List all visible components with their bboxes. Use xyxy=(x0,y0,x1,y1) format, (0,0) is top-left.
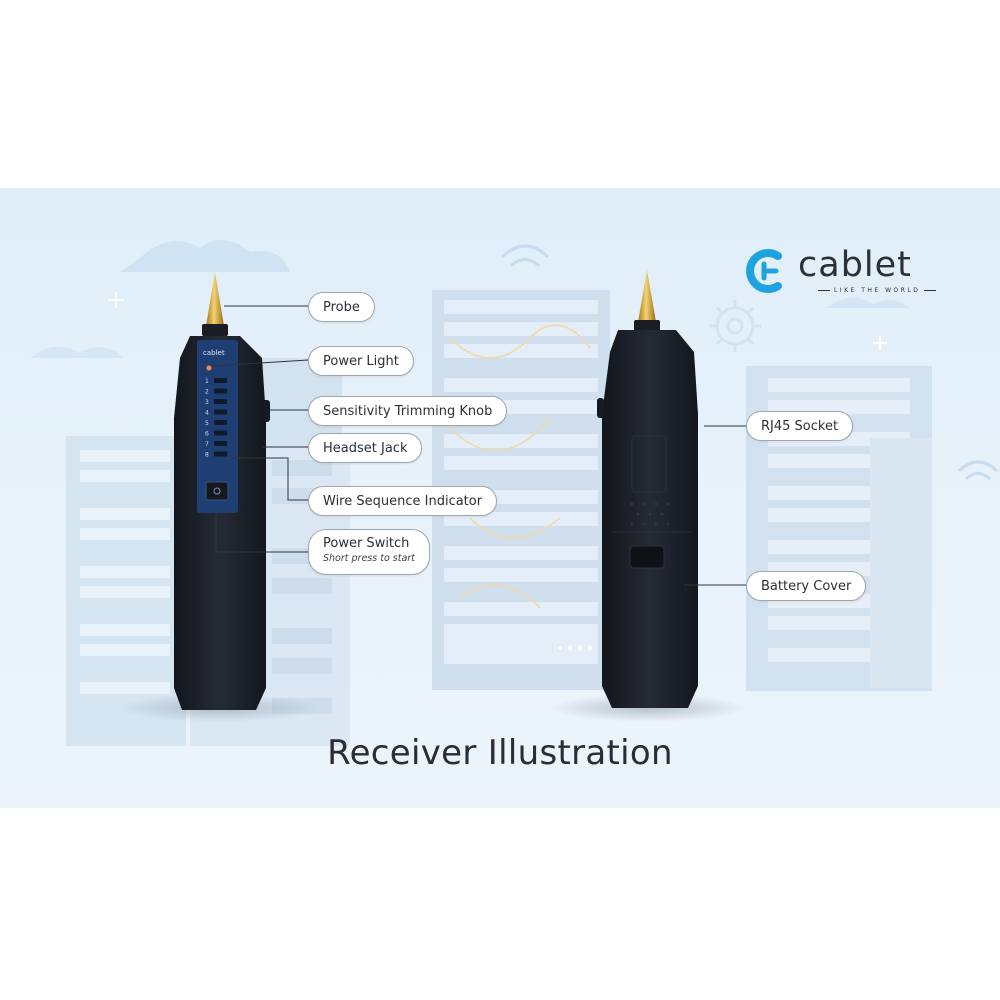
probe-collar xyxy=(202,324,228,336)
indicator-led xyxy=(214,430,227,436)
device-logo-text: cablet xyxy=(203,349,225,357)
product-banner: cablet 1 2 3 4 5 6 7 8 xyxy=(0,188,1000,808)
callout-probe: Probe xyxy=(308,292,375,322)
indicator-led xyxy=(214,378,227,383)
battery-cover-latch xyxy=(629,545,665,569)
wifi-icon xyxy=(501,244,998,480)
callout-power-switch-label: Power Switch xyxy=(323,536,410,551)
indicator-number: 8 xyxy=(205,452,209,459)
callout-rj45-socket-label: RJ45 Socket xyxy=(761,419,839,434)
indicator-led xyxy=(214,388,227,394)
callout-probe-label: Probe xyxy=(323,300,360,315)
background-clouds xyxy=(15,239,910,358)
callout-wire-sequence: Wire Sequence Indicator xyxy=(308,486,498,516)
indicator-led xyxy=(214,409,227,415)
indicator-number: 7 xyxy=(205,441,209,448)
device-body-back xyxy=(602,330,698,708)
cablet-logo-icon xyxy=(746,249,782,293)
callout-battery-cover-label: Battery Cover xyxy=(761,579,852,594)
callout-rj45-socket: RJ45 Socket xyxy=(746,411,854,441)
indicator-number: 4 xyxy=(205,410,209,417)
indicator-number: 2 xyxy=(205,389,209,396)
indicator-led xyxy=(214,399,227,404)
callout-wire-sequence-label: Wire Sequence Indicator xyxy=(323,494,483,509)
gear-icon xyxy=(709,300,761,352)
callout-power-light: Power Light xyxy=(308,346,414,376)
indicator-number: 3 xyxy=(205,399,209,406)
power-switch xyxy=(205,481,229,501)
side-knob xyxy=(262,400,270,422)
indicator-number: 6 xyxy=(205,431,209,438)
server-rack-center xyxy=(432,290,610,690)
indicator-panel xyxy=(197,340,238,513)
side-knob-back xyxy=(597,398,604,418)
power-switch-icon xyxy=(213,487,221,495)
page-caption: Receiver Illustration xyxy=(327,733,673,773)
callout-sensitivity-knob-label: Sensitivity Trimming Knob xyxy=(323,404,493,419)
callout-power-switch-note: Short press to start xyxy=(323,553,415,564)
leader-lines xyxy=(212,305,746,586)
indicator-number: 5 xyxy=(205,420,209,427)
wire-sequence-leds xyxy=(214,378,227,457)
callout-power-light-label: Power Light xyxy=(323,354,399,369)
probe-tip xyxy=(206,272,224,326)
callout-battery-cover: Battery Cover xyxy=(746,571,867,601)
wire-sequence-numbers: 1 2 3 4 5 6 7 8 xyxy=(205,378,209,459)
indicator-led xyxy=(214,451,227,457)
speaker-grille xyxy=(630,502,670,526)
receiver-back xyxy=(597,270,698,708)
receiver-illustration: cablet 1 2 3 4 5 6 7 8 xyxy=(15,239,998,746)
receiver-front: cablet 1 2 3 4 5 6 7 8 xyxy=(174,272,270,710)
probe-collar-back xyxy=(634,320,660,332)
brand-tagline: LIKE THE WORLD xyxy=(814,287,940,294)
rj45-socket xyxy=(631,435,667,493)
power-light xyxy=(206,365,212,371)
callout-headset-jack: Headset Jack xyxy=(308,433,423,463)
callout-headset-jack-label: Headset Jack xyxy=(323,441,408,456)
probe-tip-back xyxy=(638,270,656,322)
indicator-led xyxy=(214,420,227,425)
callout-sensitivity-knob: Sensitivity Trimming Knob xyxy=(308,396,508,426)
brand-logo: cablet LIKE THE WORLD xyxy=(742,246,942,296)
indicator-led xyxy=(214,441,227,446)
indicator-number: 1 xyxy=(205,378,209,385)
callout-power-switch: Power Switch Short press to start xyxy=(308,529,430,575)
brand-name: cablet xyxy=(798,245,912,285)
